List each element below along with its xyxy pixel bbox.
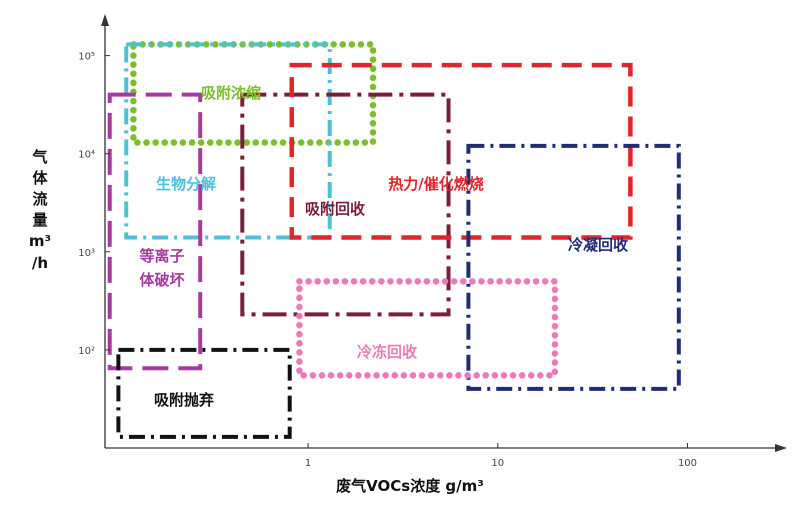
y-tick-label: 10⁵ xyxy=(78,52,95,63)
y-tick-label: 10⁴ xyxy=(78,150,95,161)
y-axis-arrow xyxy=(101,14,109,26)
y-axis-title-line-2: 体 xyxy=(32,169,48,187)
region-label-freeze-recovery: 冷冻回收 xyxy=(357,343,417,361)
ticks-layer: 1 10 100 10² 10³ 10⁴ 10⁵ xyxy=(78,52,697,469)
x-tick-label: 10 xyxy=(491,458,504,469)
region-label-adsorption-concentration: 吸附浓缩 xyxy=(201,84,261,102)
y-axis-title-line-5: m³ xyxy=(29,232,51,250)
y-axis-title-line-6: /h xyxy=(32,254,48,272)
regions-layer xyxy=(107,41,681,439)
region-adsorption-disposal xyxy=(116,347,292,439)
region-label-line: 等离子 xyxy=(139,247,184,265)
region-thermal-catalytic xyxy=(289,62,633,240)
region-label-plasma: 等离子体破坏 xyxy=(139,247,184,289)
region-label-adsorption-disposal: 吸附抛弃 xyxy=(154,391,214,409)
x-tick-label: 100 xyxy=(678,458,697,469)
x-tick-label: 1 xyxy=(305,458,311,469)
region-label-bio-degradation: 生物分解 xyxy=(156,175,216,193)
y-axis-title-line-4: 量 xyxy=(32,211,47,229)
region-adsorption-recovery xyxy=(240,92,451,317)
region-label-line: 体破坏 xyxy=(139,271,184,289)
y-axis-title: 气 体 流 量 m³ /h xyxy=(29,148,51,272)
region-freeze-recovery xyxy=(296,278,559,379)
y-axis-title-line-1: 气 xyxy=(31,148,47,166)
region-label-adsorption-recovery: 吸附回收 xyxy=(305,200,365,218)
x-axis-arrow xyxy=(775,444,787,452)
region-bio-degradation xyxy=(124,42,332,240)
x-axis-title: 废气VOCs浓度 g/m³ xyxy=(336,477,484,495)
region-plasma xyxy=(107,92,203,371)
y-axis-title-line-3: 流 xyxy=(32,190,47,208)
region-label-condensation-recovery: 冷凝回收 xyxy=(568,236,628,254)
y-tick-label: 10³ xyxy=(78,248,95,259)
y-tick-label: 10² xyxy=(78,346,95,357)
region-condensation-recovery xyxy=(466,143,681,391)
region-label-thermal-catalytic: 热力/催化燃烧 xyxy=(388,175,483,193)
